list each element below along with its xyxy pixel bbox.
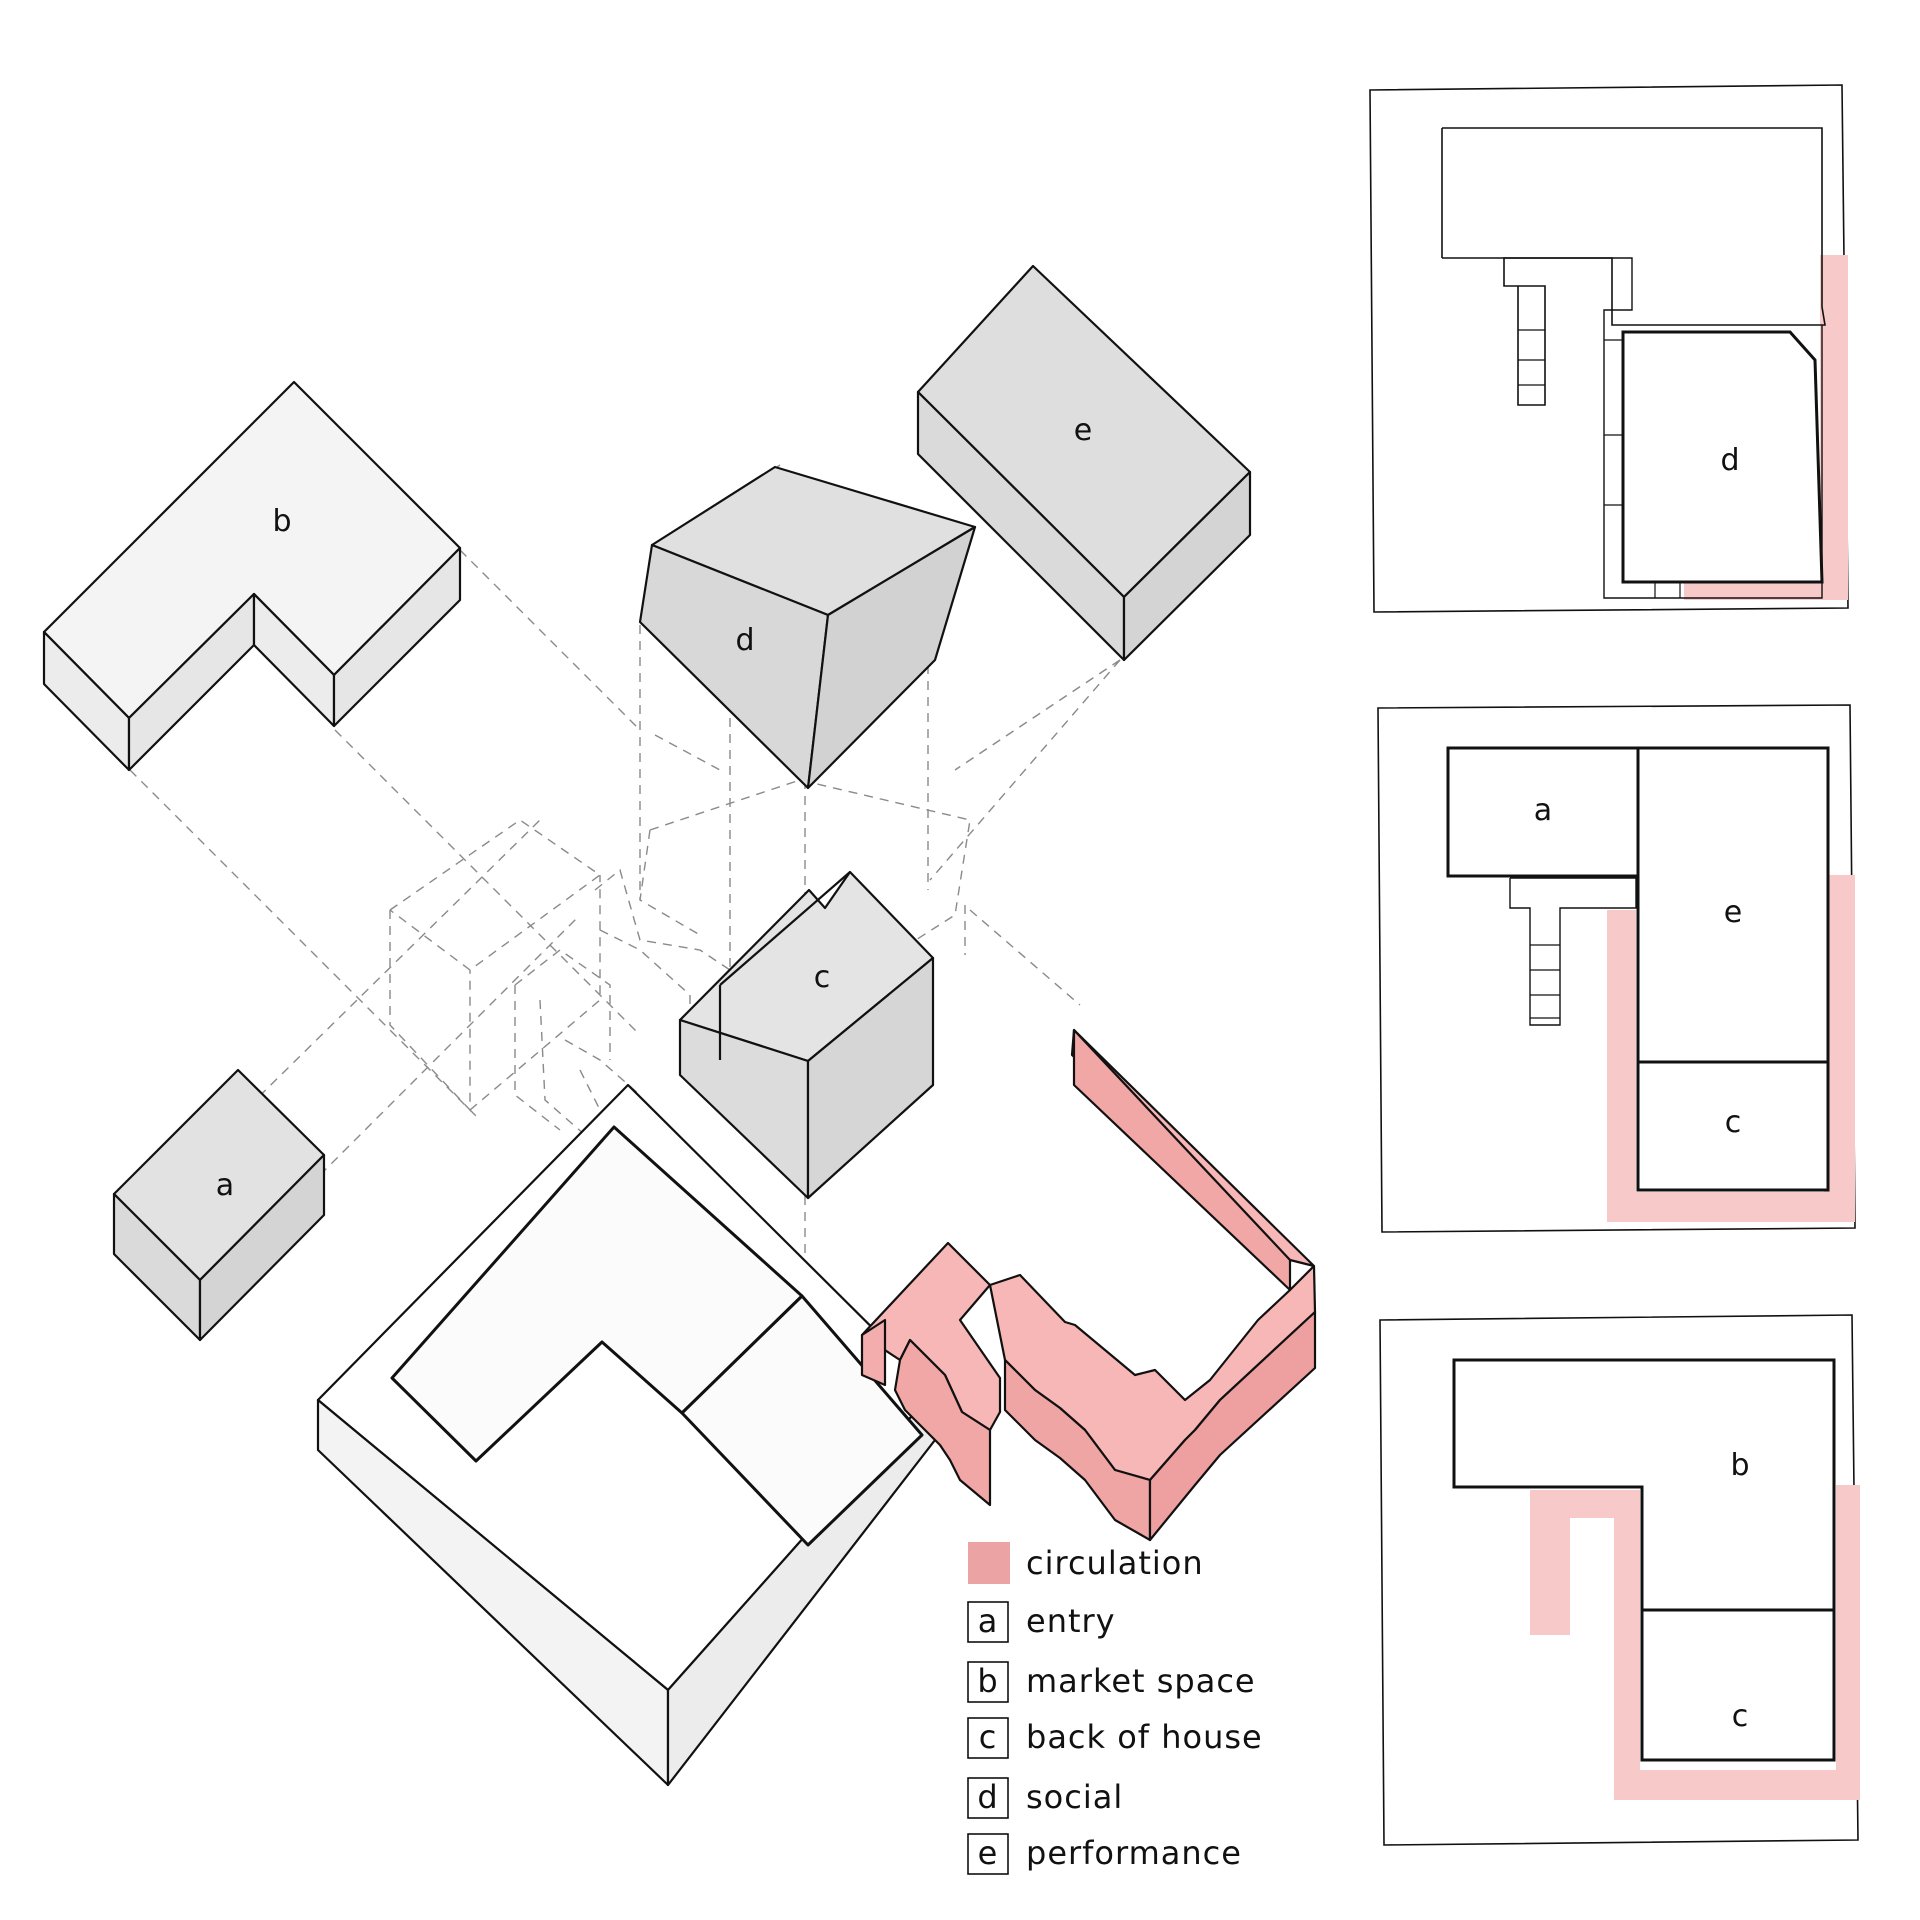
plan-bottom-room-c [1640,1608,1836,1762]
plan-middle-room-c [1636,1060,1830,1192]
volume-d-right-face [806,525,977,790]
axo-label-d: d [735,623,754,658]
volume-b-top [42,380,462,720]
legend-label-back: back of house [1026,1718,1263,1756]
plan-top: d [1369,84,1849,613]
legend-key-entry: a [978,1602,999,1640]
volume-b-right-face [332,546,462,728]
legend-label-entry: entry [1026,1602,1116,1640]
plan-top-label-d: d [1720,443,1739,478]
circulation-entry-block [860,1318,887,1387]
legend-box-social [967,1777,1009,1819]
legend-swatch-circulation [968,1542,1010,1584]
volume-a [112,1068,326,1342]
volume-c-right-face [806,956,935,1200]
legend-key-market: b [977,1662,998,1700]
axo-label-a: a [216,1168,234,1203]
ground-plan-c [680,1294,924,1547]
plan-bottom-frame [1379,1314,1859,1846]
legend-box-entry [967,1601,1009,1643]
site-slab [316,1083,937,1787]
plan-top-circulation-vertical [1820,255,1848,600]
volume-e [916,264,1252,662]
axo-label-e: e [1074,413,1092,448]
volume-c [678,870,935,1200]
plan-bottom-label-b: b [1730,1448,1749,1483]
legend-key-back: c [979,1718,998,1756]
legend-label-circulation: circulation [1026,1544,1204,1582]
plan-middle: a e c [1377,704,1856,1233]
plan-middle-label-a: a [1534,793,1552,828]
legend-box-back [967,1717,1009,1759]
plan-middle-frame [1377,704,1856,1233]
axo-labels: b d e c a [216,413,1092,1203]
volume-a-right-face [198,1153,326,1342]
circulation-axo [860,1028,1317,1542]
legend-key-social: d [977,1778,998,1816]
plan-bottom-room-b [1452,1358,1836,1612]
legend-box-performance [967,1833,1009,1875]
legend-key-performance: e [978,1834,999,1872]
plan-middle-label-c: c [1725,1105,1742,1140]
plan-bottom: b c [1379,1314,1860,1846]
plan-top-frame [1369,84,1849,613]
circulation-path-end-face [1148,1310,1317,1542]
volume-b [42,380,462,772]
axo-label-b: b [272,504,291,539]
plan-bottom-circulation [1530,1485,1860,1800]
legend-label-performance: performance [1026,1834,1242,1872]
legend-box-market [967,1661,1009,1703]
plan-middle-room-e [1636,746,1830,1064]
plan-middle-circulation [1607,875,1855,1222]
plan-bottom-label-c: c [1732,1699,1749,1734]
axo-label-c: c [814,960,831,995]
circulation-rail-face [1072,1028,1292,1292]
legend-label-social: social [1026,1778,1123,1816]
plan-top-room-d [1621,330,1824,584]
legend-label-market: market space [1026,1662,1256,1700]
plan-middle-room-a [1446,746,1640,878]
legend: circulation a entry b market space c bac… [967,1542,1263,1875]
plan-middle-label-e: e [1724,895,1742,930]
circulation-stair-face [893,1338,992,1507]
volume-e-right-face [1122,470,1252,662]
volume-d [638,465,977,790]
